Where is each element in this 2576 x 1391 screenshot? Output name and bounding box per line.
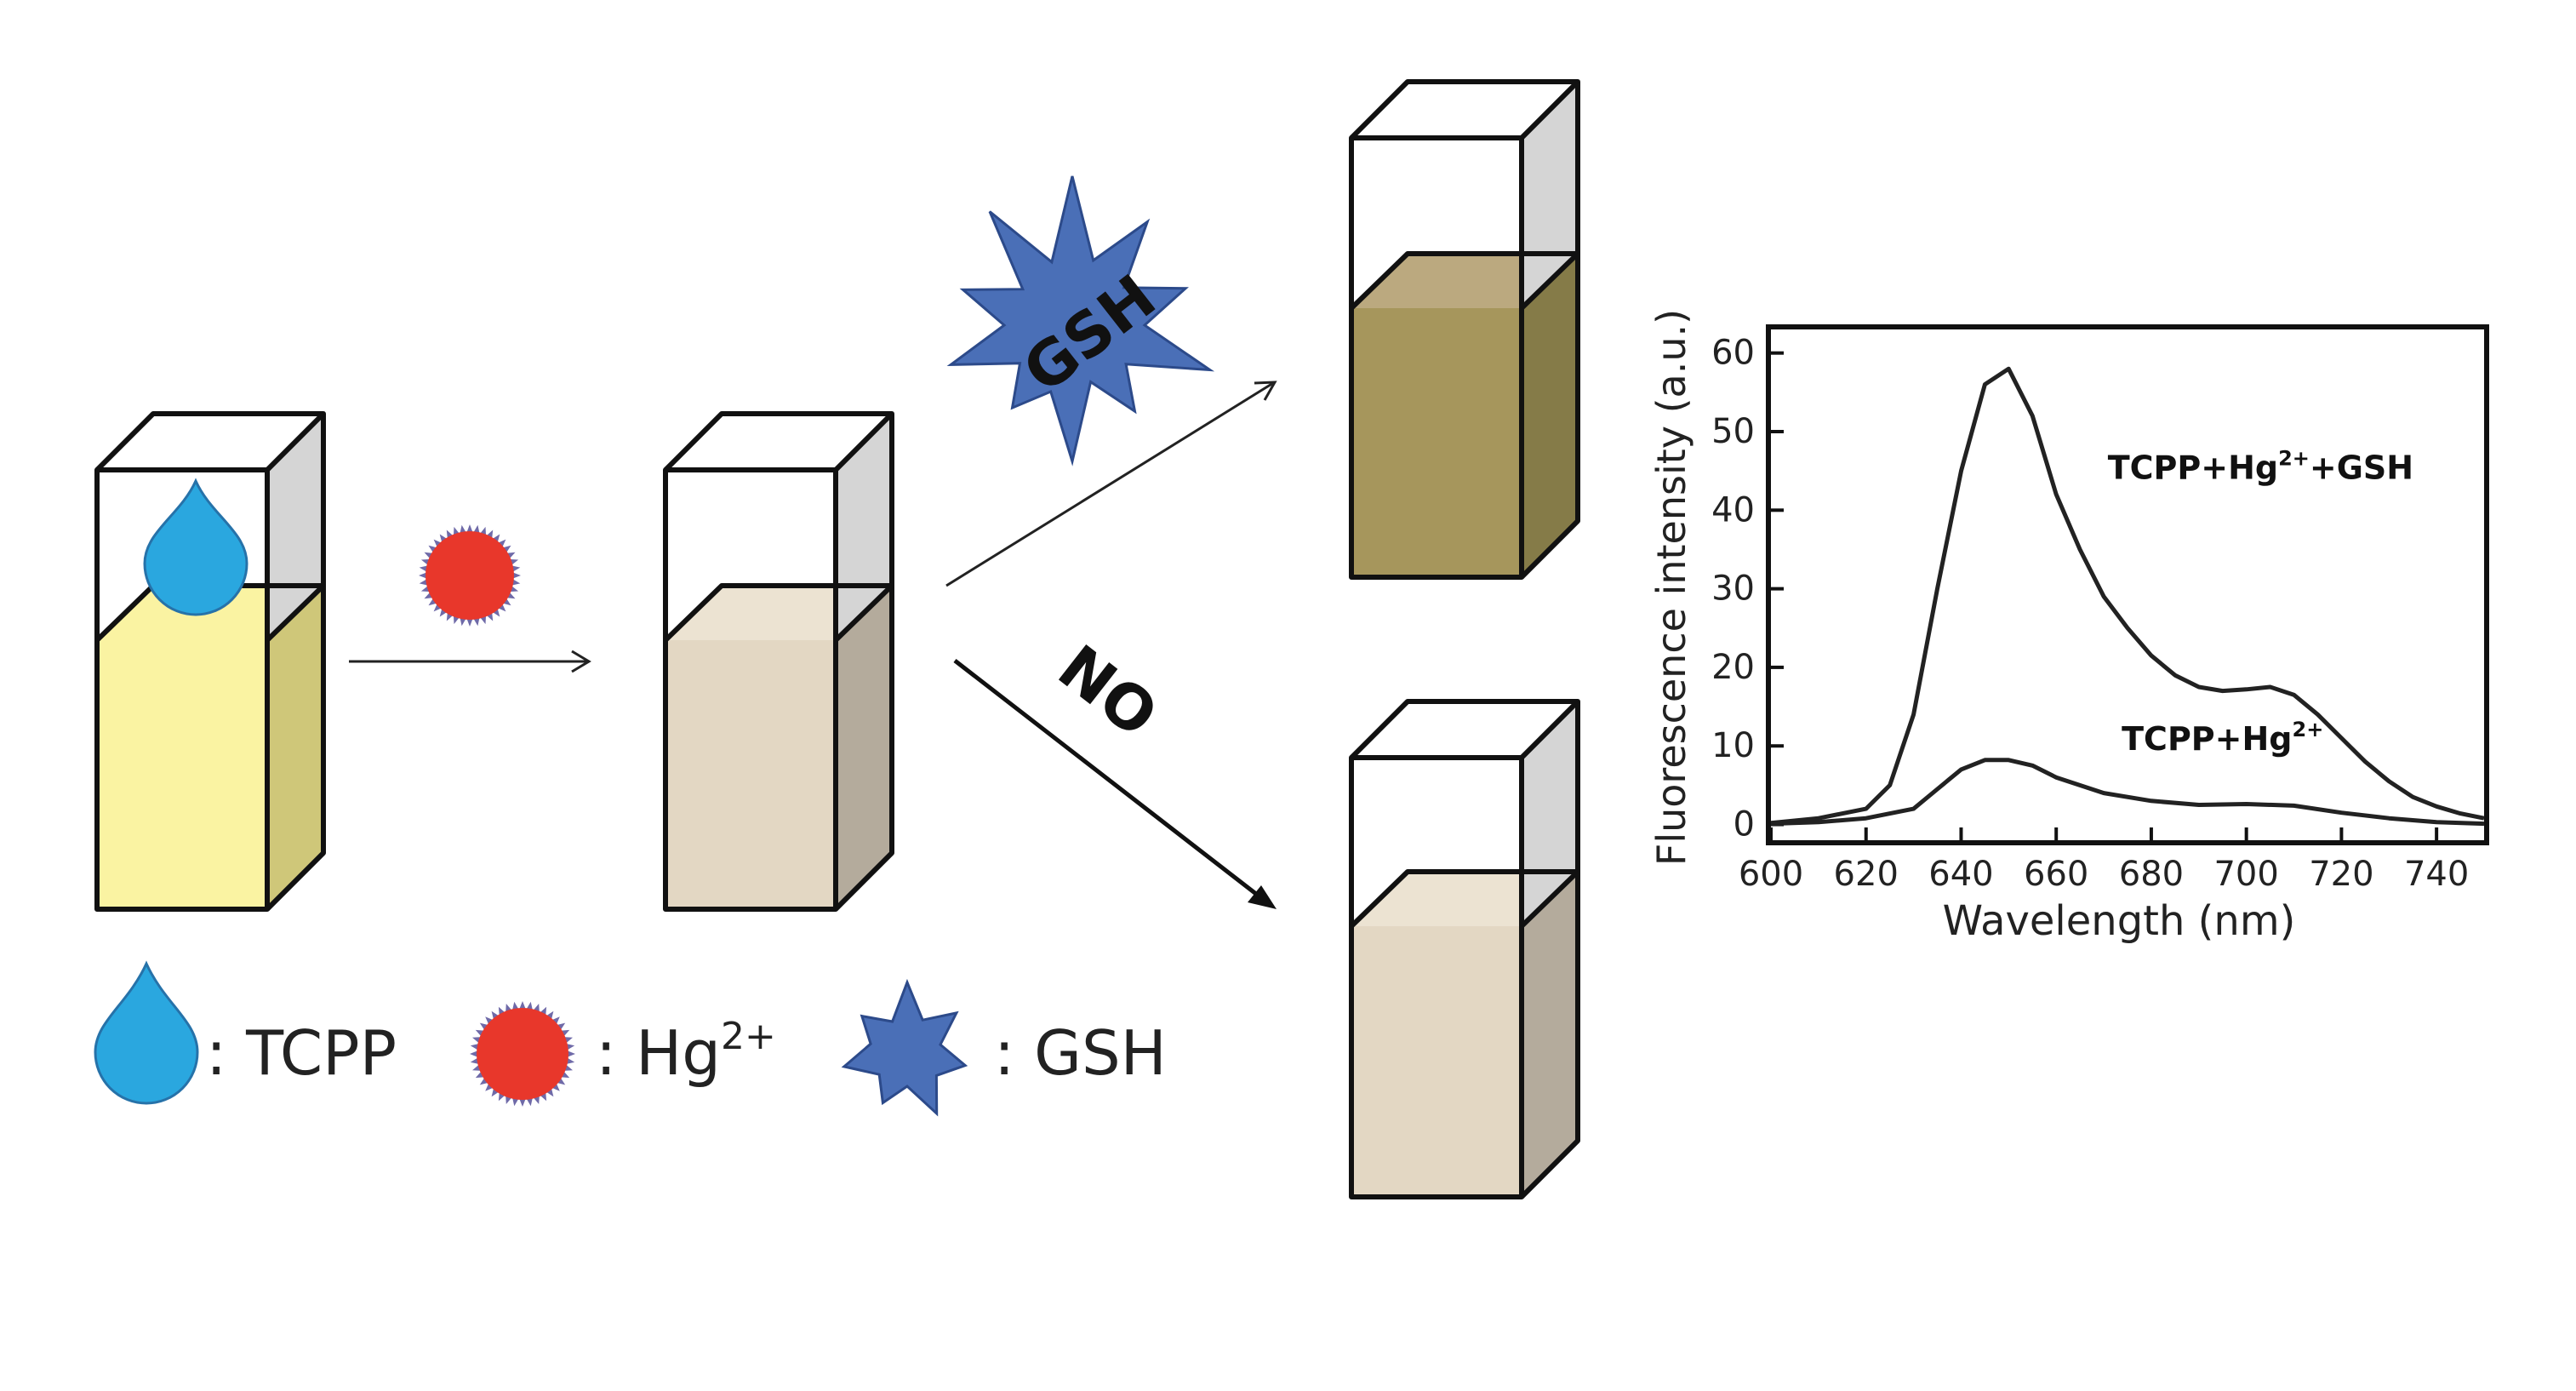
x-tick-label: 680 — [2119, 855, 2184, 894]
arrow-no-reaction — [953, 659, 1277, 909]
cuvette-1-liquid-front — [97, 640, 267, 909]
y-tick-label: 50 — [1711, 412, 1755, 451]
legend-hg-prefix: : Hg — [596, 1017, 721, 1089]
x-tick-label: 700 — [2213, 855, 2278, 894]
x-axis: 600 620 640 660 680 700 720 740 — [1739, 827, 2469, 894]
y-tick-label: 30 — [1711, 570, 1755, 609]
x-tick-label: 620 — [1834, 855, 1899, 894]
series-line-2 — [1770, 758, 2485, 827]
legend-hg-label: : Hg2+ — [596, 1015, 776, 1089]
cuvette-tcpp — [94, 411, 326, 912]
y-tick-label: 60 — [1711, 334, 1755, 373]
cuvette-3-liquid-side — [1522, 254, 1578, 577]
legend: : TCPP : Hg2+ : GSH — [94, 960, 1167, 1117]
series-label-2: TCPP+Hg2+ — [2122, 718, 2323, 758]
x-tick-label: 740 — [2404, 855, 2469, 894]
hg-arrow-core — [426, 531, 514, 620]
no-reaction-label: NO — [1045, 632, 1170, 752]
hg-legend-core — [477, 1008, 568, 1100]
arrow-add-hg — [349, 650, 591, 673]
x-axis-label: Wavelength (nm) — [1943, 897, 2296, 945]
series-line-1 — [1770, 366, 2485, 826]
hg-ion-icon — [419, 524, 521, 627]
x-tick-label: 720 — [2309, 855, 2373, 894]
chart-frame — [1766, 324, 2489, 845]
y-tick-label: 20 — [1711, 648, 1755, 687]
legend-tcpp-label: : TCPP — [206, 1017, 397, 1089]
gsh-burst: GSH — [946, 175, 1215, 467]
cuvette-4-liquid-side — [1522, 872, 1578, 1197]
gsh-star-icon — [946, 175, 1215, 467]
cuvette-tcpp-hg — [663, 411, 894, 912]
cuvette-2-liquid-side — [836, 586, 892, 909]
y-axis: 0 10 20 30 40 50 60 — [1711, 334, 1784, 844]
cuvette-3-liquid-front — [1351, 308, 1522, 577]
cuvette-1-outline — [94, 467, 270, 912]
y-axis-label: Fluorescence intensity (a.u.) — [1648, 309, 1694, 866]
legend-hg-charge: 2+ — [721, 1015, 776, 1058]
y-tick-label: 0 — [1734, 805, 1755, 844]
chart-annotations: TCPP+Hg2++GSH TCPP+Hg2+ — [2108, 446, 2413, 757]
y-tick-label: 10 — [1711, 726, 1755, 765]
cuvette-4-liquid-front — [1351, 926, 1522, 1197]
cuvette-3-outline — [1349, 135, 1524, 580]
cuvette-no-change — [1349, 699, 1580, 1199]
cuvette-4-outline — [1349, 755, 1524, 1199]
fluorescence-chart: 0 10 20 30 40 50 60 600 620 640 660 680 700 720 740 T… — [1648, 309, 2489, 945]
cuvette-2-liquid-front — [665, 640, 836, 909]
series-label-1: TCPP+Hg2++GSH — [2108, 446, 2413, 486]
x-tick-label: 660 — [2024, 855, 2088, 894]
legend-gsh-label: : GSH — [994, 1017, 1167, 1089]
arrow-add-gsh — [945, 381, 1277, 587]
chart-series — [1770, 366, 2485, 827]
legend-hg-ion-icon — [470, 1001, 575, 1107]
x-tick-label: 600 — [1739, 855, 1803, 894]
tcpp-drop-icon — [143, 478, 248, 616]
y-tick-label: 40 — [1711, 490, 1755, 529]
cuvette-tcpp-hg-gsh — [1349, 79, 1580, 580]
legend-tcpp-drop-icon — [94, 960, 199, 1105]
cuvette-2-outline — [663, 467, 838, 912]
legend-gsh-star-icon — [841, 978, 968, 1117]
cuvette-1-liquid-side — [267, 586, 323, 909]
x-tick-label: 640 — [1928, 855, 1993, 894]
